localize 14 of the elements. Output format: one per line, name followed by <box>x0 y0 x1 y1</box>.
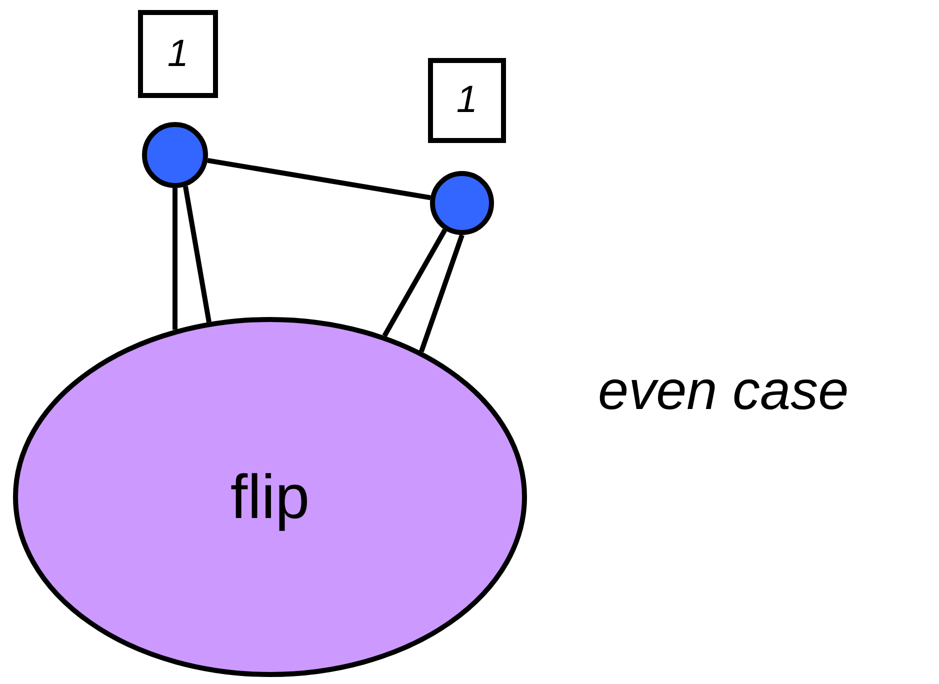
connector-line <box>172 188 178 330</box>
case-note: even case <box>598 358 849 422</box>
connector-line <box>382 228 448 338</box>
connector-line <box>207 158 431 200</box>
vertex-circle <box>142 122 208 188</box>
label-box <box>138 10 218 98</box>
count-label: 1 <box>167 32 189 76</box>
count-label: 1 <box>456 79 478 122</box>
label-box <box>428 58 506 143</box>
connector-line <box>419 234 464 352</box>
connector-line <box>182 186 212 323</box>
node-label: flip <box>230 462 310 532</box>
ellipse-node <box>13 317 527 677</box>
vertex-circle <box>430 171 494 235</box>
